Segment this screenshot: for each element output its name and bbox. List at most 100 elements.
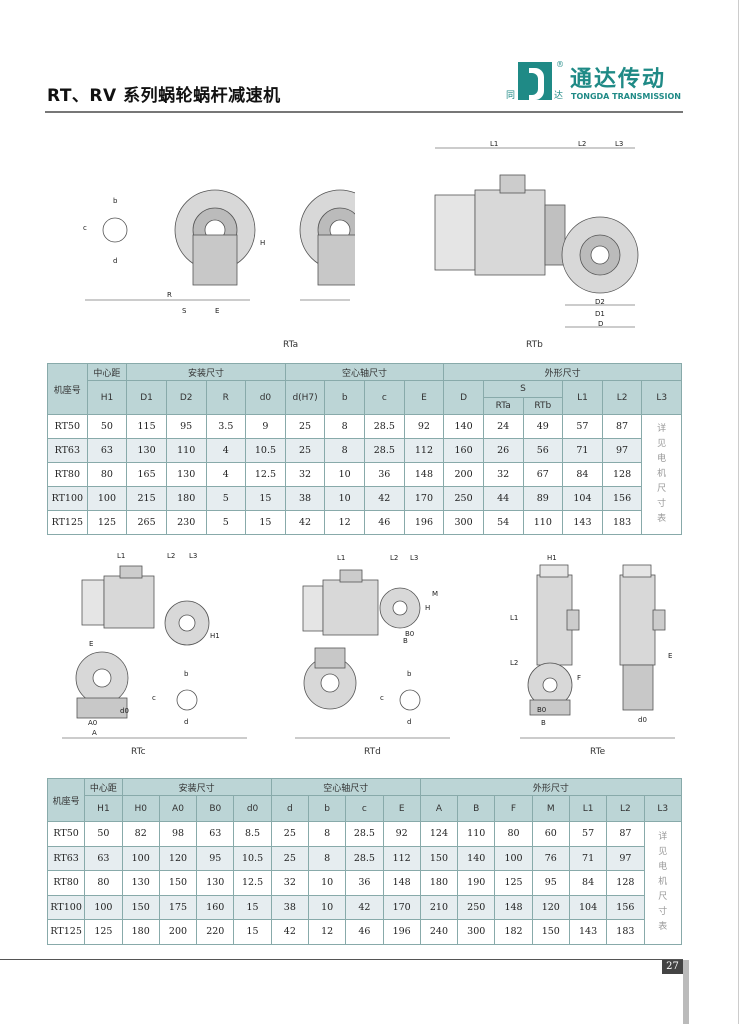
value-cell: 15 bbox=[245, 510, 286, 535]
value-cell: 3.5 bbox=[205, 414, 247, 439]
value-cell: 4 bbox=[205, 462, 247, 487]
logo-chinese: 通达传动 bbox=[570, 67, 667, 92]
dim-label: b bbox=[113, 197, 118, 205]
value-cell: 148 bbox=[382, 870, 421, 896]
dim-label: B bbox=[541, 719, 546, 727]
header-col: R bbox=[205, 380, 247, 415]
page-edge-line bbox=[738, 0, 739, 1024]
header-subcol: RTa bbox=[482, 397, 524, 415]
value-cell: 84 bbox=[562, 462, 603, 487]
dim-label: b bbox=[407, 670, 412, 678]
value-cell: 71 bbox=[562, 438, 603, 463]
value-cell: 5 bbox=[205, 486, 247, 511]
value-cell: 67 bbox=[522, 462, 564, 487]
value-cell: 92 bbox=[382, 821, 421, 847]
drawing-rtb: L1 L2 L3 D2 D1 D bbox=[434, 140, 639, 328]
header-col: B0 bbox=[196, 795, 235, 822]
value-cell: 5 bbox=[205, 510, 247, 535]
dim-label: L2 bbox=[510, 659, 518, 667]
logo-right-char: 达 bbox=[554, 91, 564, 101]
note-cell: 详见电机尺寸表 bbox=[643, 821, 682, 945]
dim-label: L2 bbox=[578, 140, 586, 148]
dim-label: L1 bbox=[117, 552, 125, 560]
dim-label: L3 bbox=[410, 554, 418, 562]
header-col: d bbox=[270, 795, 309, 822]
header-col: L2 bbox=[606, 795, 645, 822]
header-group: 中心距 bbox=[86, 363, 128, 381]
value-cell: 143 bbox=[568, 919, 608, 945]
logo-english: TONGDA TRANSMISSION bbox=[571, 92, 681, 101]
figure-caption-rtd: RTd bbox=[364, 747, 381, 757]
value-cell: 170 bbox=[403, 486, 445, 511]
dim-label: L1 bbox=[337, 554, 345, 562]
value-cell: 87 bbox=[606, 821, 645, 847]
dim-label: B0 bbox=[405, 630, 414, 638]
header-col: M bbox=[531, 795, 570, 822]
value-cell: 63 bbox=[196, 821, 235, 847]
value-cell: 196 bbox=[382, 919, 421, 945]
dim-label: d bbox=[184, 718, 188, 726]
value-cell: 46 bbox=[364, 510, 405, 535]
value-cell: 100 bbox=[121, 845, 160, 871]
page-title: RT、RV 系列蜗轮蜗杆减速机 bbox=[47, 86, 281, 106]
figure-caption-rte: RTe bbox=[590, 747, 606, 757]
value-cell: 32 bbox=[482, 462, 524, 487]
value-cell: 215 bbox=[126, 486, 167, 511]
value-cell: 56 bbox=[522, 438, 564, 463]
value-cell: 156 bbox=[601, 486, 643, 511]
header-col: H0 bbox=[121, 795, 160, 822]
value-cell: 95 bbox=[196, 845, 235, 871]
header-group: 安装尺寸 bbox=[121, 778, 272, 796]
dim-label: E bbox=[215, 307, 219, 315]
header-col: E bbox=[403, 380, 445, 415]
value-cell: 95 bbox=[531, 870, 570, 896]
value-cell: 196 bbox=[403, 510, 445, 535]
value-cell: 300 bbox=[457, 919, 496, 945]
value-cell: 150 bbox=[121, 894, 160, 920]
value-cell: 115 bbox=[126, 414, 167, 439]
value-cell: 28.5 bbox=[345, 845, 384, 871]
header-col: L1 bbox=[568, 795, 608, 822]
value-cell: 87 bbox=[601, 414, 643, 439]
value-cell: 8 bbox=[307, 845, 347, 871]
value-cell: 44 bbox=[482, 486, 524, 511]
value-cell: 8 bbox=[324, 438, 365, 463]
model-cell: RT80 bbox=[47, 462, 88, 487]
value-cell: 28.5 bbox=[364, 414, 405, 439]
value-cell: 124 bbox=[419, 821, 459, 847]
model-cell: RT63 bbox=[46, 845, 86, 871]
value-cell: 148 bbox=[494, 894, 533, 920]
value-cell: 182 bbox=[494, 919, 533, 945]
model-cell: RT100 bbox=[47, 486, 88, 511]
header-group: 外形尺寸 bbox=[443, 363, 682, 381]
header-col: A0 bbox=[158, 795, 198, 822]
value-cell: 210 bbox=[419, 894, 459, 920]
value-cell: 110 bbox=[457, 821, 496, 847]
value-cell: 183 bbox=[601, 510, 643, 535]
header-col: b bbox=[307, 795, 347, 822]
value-cell: 265 bbox=[126, 510, 167, 535]
value-cell: 25 bbox=[270, 821, 309, 847]
page-edge bbox=[683, 960, 689, 1024]
header-col: d0 bbox=[233, 795, 272, 822]
value-cell: 57 bbox=[562, 414, 603, 439]
value-cell: 95 bbox=[165, 414, 207, 439]
value-cell: 125 bbox=[494, 870, 533, 896]
header-col: D bbox=[443, 380, 484, 415]
header-col: D2 bbox=[165, 380, 207, 415]
value-cell: 104 bbox=[562, 486, 603, 511]
value-cell: 63 bbox=[86, 438, 128, 463]
header-col: b bbox=[324, 380, 365, 415]
see-motor-table-note: 详见电机尺寸表 bbox=[657, 424, 667, 524]
drawing-rta: b c d H R S E bbox=[83, 189, 355, 315]
dim-label: A0 bbox=[88, 719, 97, 727]
value-cell: 25 bbox=[284, 414, 326, 439]
value-cell: 12.5 bbox=[233, 870, 272, 896]
value-cell: 8.5 bbox=[233, 821, 272, 847]
header-group: 空心轴尺寸 bbox=[270, 778, 421, 796]
value-cell: 100 bbox=[86, 486, 128, 511]
dim-label: M bbox=[432, 590, 438, 598]
dim-label: E bbox=[89, 640, 93, 648]
